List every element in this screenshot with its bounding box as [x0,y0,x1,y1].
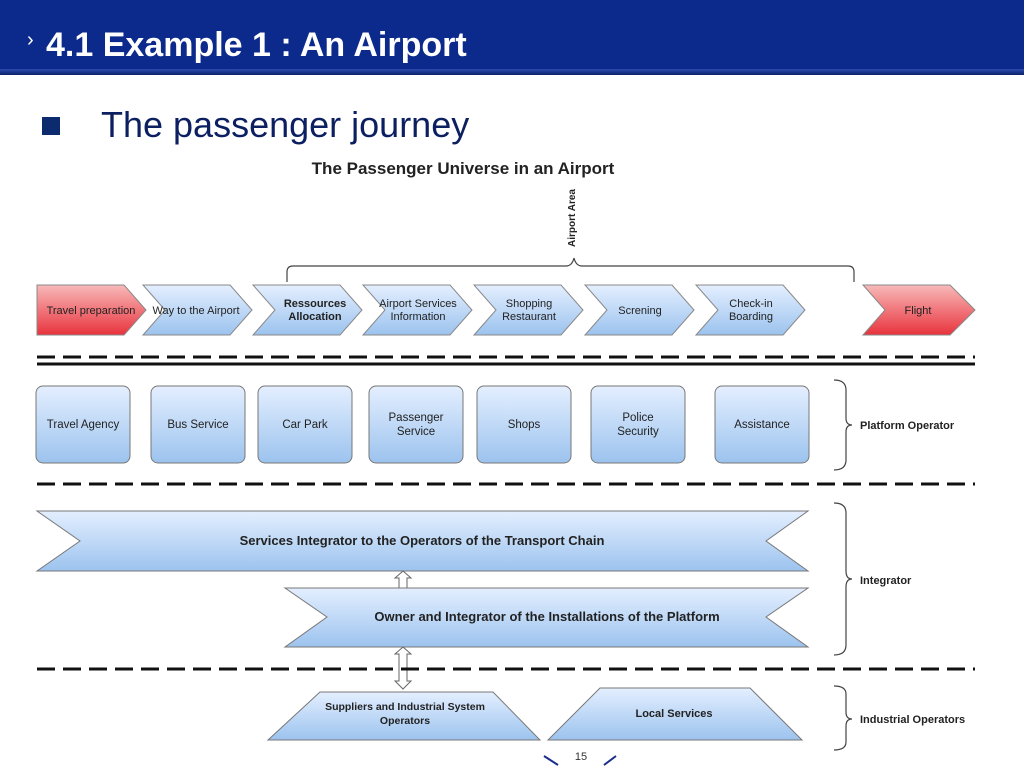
industrial-bracket [833,685,853,751]
journey-step-shape [472,284,584,336]
platform-box-assistance: Assistance [714,385,810,464]
journey-step-shape [251,284,363,336]
journey-step-label-2: Allocation [288,311,341,323]
journey-step-shopping: Shopping Restaurant [472,284,584,336]
platform-box-shape [368,385,464,464]
journey-step-airport-services: Airport Services Information [361,284,473,336]
platform-box-shape [476,385,572,464]
journey-step-resources-allocation: Ressources Allocation [251,284,363,336]
journey-step-label: Travel preparation [47,305,136,317]
platform-box-passenger-service: Passenger Service [368,385,464,464]
journey-step-shape [694,284,806,336]
journey-step-check-in: Check-in Boarding [694,284,806,336]
platform-box-car-park: Car Park [257,385,353,464]
journey-step-shape [583,284,695,336]
platform-box-shape [590,385,686,464]
journey-step-flight: Flight [861,284,976,336]
journey-step-way-to-airport: Way to the Airport [141,284,253,336]
platform-box-label-2: Security [617,426,659,438]
journey-step-travel-preparation: Travel preparation [36,284,147,336]
platform-box-bus-service: Bus Service [150,385,246,464]
journey-step-label: Way to the Airport [152,305,239,317]
industrial-local-services-shape [546,687,804,741]
industrial-local-services-label: Local Services [635,708,712,720]
platform-box-label: Shops [508,419,541,431]
platform-box-shape [714,385,810,464]
integrator-banner-1 [35,510,810,572]
page-number: 15 [575,751,587,763]
integrator-banner-2-label: Owner and Integrator of the Installation… [374,609,719,624]
journey-step-label: Check-in [729,298,772,310]
journey-step-screening: Screning [583,284,695,336]
journey-step-label: Flight [905,305,932,317]
airport-area-label: Airport Area [567,189,578,247]
platform-box-shape [257,385,353,464]
integrator-banner-2 [283,587,810,648]
platform-box-label: Bus Service [167,419,228,431]
slide-title: 4.1 Example 1 : An Airport [46,26,467,64]
journey-step-shape [861,284,976,336]
journey-step-label-2: Restaurant [502,311,556,323]
journey-step-label: Ressources [284,298,346,310]
platform-box-shape [150,385,246,464]
title-marker: › [27,29,34,51]
integrator-bracket [833,502,853,656]
journey-step-label-2: Boarding [729,311,773,323]
bullet-text: The passenger journey [101,104,470,145]
platform-box-police-security: Police Security [590,385,686,464]
journey-step-shape [361,284,473,336]
journey-step-shape [141,284,253,336]
journey-step-label: Screning [618,305,661,317]
industrial-suppliers-shape [266,691,542,741]
journey-step-label-2: Information [390,311,445,323]
journey-step-label: Shopping [506,298,553,310]
platform-box-shape [35,385,131,464]
bullet-square-icon [42,117,60,135]
platform-operator-label: Platform Operator [860,420,955,432]
platform-box-travel-agency: Travel Agency [35,385,131,464]
journey-row: Travel preparation Way to the Airport Re… [36,284,976,336]
title-bar-stripe [0,69,1024,75]
integrator-banner-1-label: Services Integrator to the Operators of … [240,533,605,548]
platform-box-label: Passenger [389,412,444,424]
title-bar [0,0,1024,75]
platform-box-label: Assistance [734,419,790,431]
page-logo-mark [543,755,617,766]
platform-box-label: Police [622,412,653,424]
platform-box-label-2: Service [397,426,435,438]
platform-box-label: Car Park [282,419,328,431]
journey-step-label: Airport Services [379,298,457,310]
platform-box-shops: Shops [476,385,572,464]
platform-boxes: Travel Agency Bus Service Car Park Passe… [35,385,810,464]
journey-step-shape [36,284,147,336]
industrial-operators-label: Industrial Operators [860,714,965,726]
platform-operator-bracket [833,379,853,471]
airport-area-bracket [286,257,855,282]
integrator-label: Integrator [860,575,912,587]
industrial-suppliers-label-2: Operators [380,715,430,727]
industrial-suppliers-label: Suppliers and Industrial System [325,701,485,713]
diagram-title: The Passenger Universe in an Airport [312,159,615,178]
platform-box-label: Travel Agency [47,419,120,431]
up-arrow-icon [393,570,413,589]
